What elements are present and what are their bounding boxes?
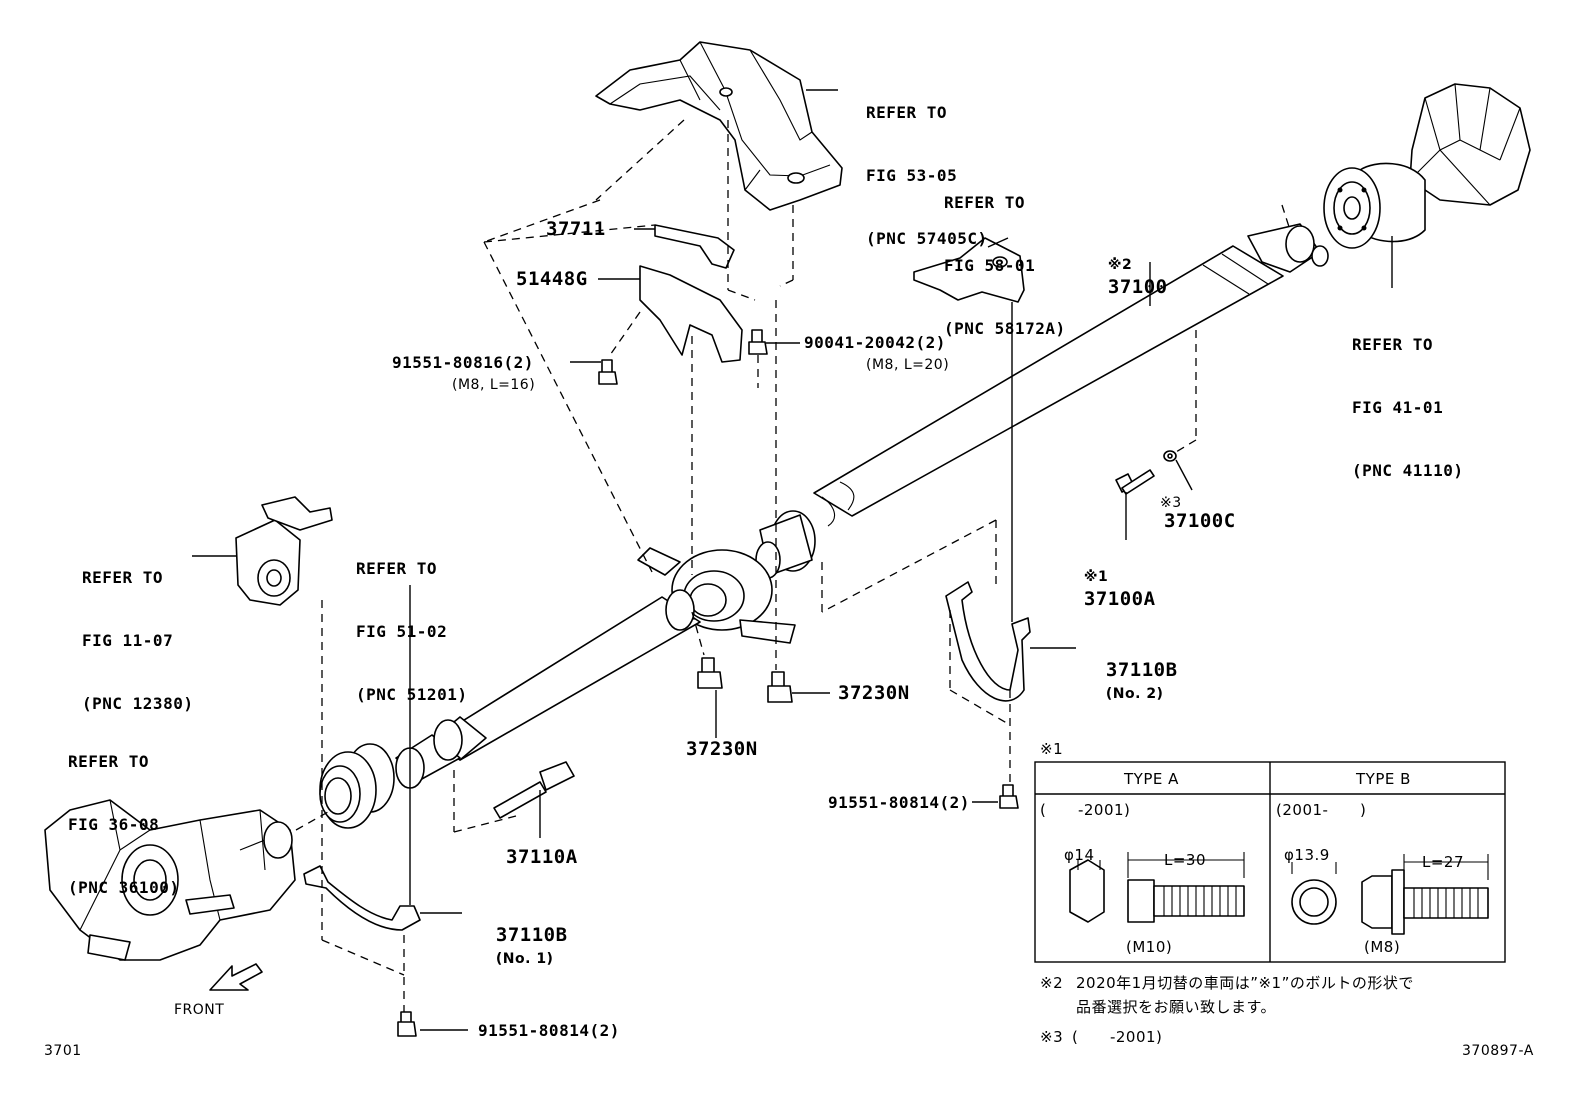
ref-line: (PNC 36100) (68, 878, 180, 897)
part-91551-80816[interactable]: 91551-80816(2) (392, 353, 534, 372)
ref-line: FIG 53-05 (866, 166, 958, 185)
part-91551-80816-spec: (M8, L=16) (452, 377, 536, 393)
shield-51448g (598, 265, 743, 363)
hanger-37110b-no1 (303, 865, 462, 931)
type-a-diameter: φ14 (1064, 846, 1095, 864)
ref-fig-58-01: REFER TO FIG 58-01 (PNC 58172A) (944, 150, 1066, 360)
type-a-period: ( -2001) (1040, 801, 1131, 819)
type-b-thread: (M8) (1364, 938, 1401, 956)
part-37100c[interactable]: 37100C (1164, 510, 1236, 532)
part-51448g[interactable]: 51448G (516, 268, 588, 290)
ref-line: (PNC 12380) (82, 694, 194, 713)
ref-line: REFER TO (356, 559, 438, 578)
part-number: 37100A (1083, 588, 1156, 610)
ref-fig-51-02: REFER TO FIG 51-02 (PNC 51201) (356, 516, 467, 726)
rear-differential-drawing (1323, 83, 1531, 249)
transfer-case-drawing (44, 799, 296, 961)
ref-line: (PNC 41110) (1352, 461, 1464, 480)
type-a-thread: (M10) (1126, 938, 1173, 956)
bracket-58-01 (913, 237, 1025, 303)
engine-mount-drawing (235, 496, 333, 606)
ref-line: REFER TO (1352, 335, 1434, 354)
note-mark: ※2 (1107, 257, 1133, 273)
part-37110b-no1[interactable]: 37110B (No. 1) (472, 902, 568, 970)
note-2-line-1: 2020年1月切替の車両は”※1”のボルトの形状で (1076, 974, 1414, 992)
ref-fig-36-08: REFER TO FIG 36-08 (PNC 36100) (68, 709, 179, 919)
bracket-37711 (634, 224, 735, 269)
part-37230n-right[interactable]: 37230N (838, 682, 910, 704)
note-3-mark: ※3 (1040, 1028, 1064, 1046)
ref-line: REFER TO (944, 193, 1026, 212)
ref-line: (PNC 51201) (356, 685, 468, 704)
note-2-line-2: 品番選択をお願い致します。 (1076, 998, 1277, 1016)
ref-line: FIG 41-01 (1352, 398, 1444, 417)
ref-line: FIG 58-01 (944, 256, 1036, 275)
type-a-header: TYPE A (1124, 770, 1179, 788)
part-37100[interactable]: ※2 37100 (1084, 230, 1168, 298)
part-suffix: (No. 1) (495, 951, 554, 967)
ref-line: FIG 51-02 (356, 622, 448, 641)
ref-fig-41-01: REFER TO FIG 41-01 (PNC 41110) (1352, 292, 1463, 502)
leader-lines (192, 89, 1393, 905)
part-37100a[interactable]: ※1 37100A (1060, 542, 1156, 610)
ref-line: (PNC 57405C) (866, 229, 988, 248)
bolt-37230n-right (767, 671, 830, 703)
washer-37100c (1163, 450, 1193, 491)
bolt-37110a (493, 761, 575, 838)
figure-number: 3701 (44, 1043, 82, 1059)
ref-fig-53-05: REFER TO FIG 53-05 (PNC 57405C) (866, 60, 988, 270)
dashed-assembly-lines (295, 119, 1291, 1012)
part-37100c-mark: ※3 (1160, 495, 1182, 511)
bolt-type-table (1034, 761, 1506, 963)
propeller-shaft-37100 (319, 223, 1329, 829)
part-37711[interactable]: 37711 (546, 218, 606, 240)
note-2-mark: ※2 (1040, 974, 1064, 992)
part-91551-80814-right[interactable]: 91551-80814(2) (828, 793, 970, 812)
part-suffix: (No. 2) (1105, 686, 1164, 702)
note-3-text: ( -2001) (1072, 1028, 1163, 1046)
part-37110a[interactable]: 37110A (506, 846, 578, 868)
table-mark: ※1 (1040, 740, 1064, 758)
part-number: 37100 (1107, 276, 1168, 298)
bolt-91551-80814-bottom (397, 1011, 468, 1037)
front-arrow-icon (209, 963, 263, 991)
bolt-90041-20042 (748, 329, 800, 355)
part-91551-80814-bottom[interactable]: 91551-80814(2) (478, 1021, 620, 1040)
bolt-91551-80816 (570, 359, 618, 385)
heat-insulator-drawing (595, 41, 843, 211)
ref-line: FIG 11-07 (82, 631, 174, 650)
part-90041-20042[interactable]: 90041-20042(2) (804, 333, 946, 352)
type-b-length: L=27 (1422, 853, 1465, 871)
front-label: FRONT (174, 1002, 225, 1018)
bolt-37100a (1115, 469, 1155, 540)
illustration-number: 370897-A (1462, 1043, 1534, 1059)
ref-fig-11-07: REFER TO FIG 11-07 (PNC 12380) (82, 525, 193, 735)
part-number: 37110B (495, 924, 568, 946)
hanger-37110b-no2 (945, 581, 1076, 702)
type-b-period: (2001- ) (1276, 801, 1367, 819)
ref-line: REFER TO (68, 752, 150, 771)
type-b-diameter: φ13.9 (1284, 846, 1330, 864)
part-number: 37110B (1105, 659, 1178, 681)
part-37230n-lower[interactable]: 37230N (686, 738, 758, 760)
note-mark: ※1 (1083, 569, 1109, 585)
ref-line: REFER TO (866, 103, 948, 122)
part-90041-20042-spec: (M8, L=20) (866, 357, 950, 373)
bolt-37230n-lower (697, 657, 723, 738)
ref-line: FIG 36-08 (68, 815, 160, 834)
bolt-91551-80814-right (972, 784, 1019, 809)
ref-line: REFER TO (82, 568, 164, 587)
ref-line: (PNC 58172A) (944, 319, 1066, 338)
part-37110b-no2[interactable]: 37110B (No. 2) (1082, 637, 1178, 705)
type-a-length: L=30 (1164, 851, 1207, 869)
type-b-header: TYPE B (1356, 770, 1411, 788)
